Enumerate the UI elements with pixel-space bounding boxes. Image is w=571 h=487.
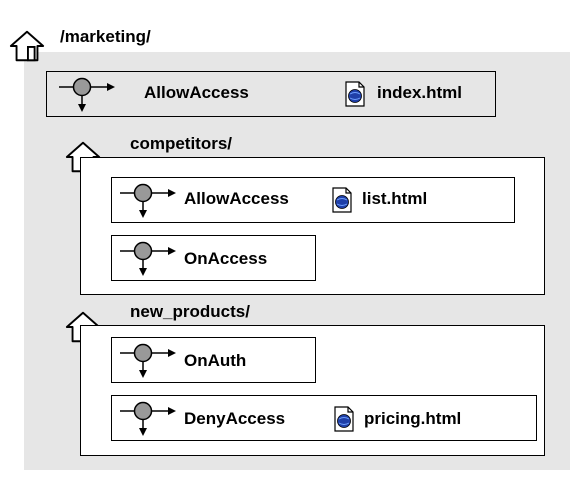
rule-box[interactable]: OnAuth <box>111 337 316 383</box>
html-document-icon <box>334 406 354 432</box>
html-document-icon <box>332 187 352 213</box>
rule-file[interactable]: list.html <box>362 189 428 208</box>
node-arrow-icon <box>118 240 178 278</box>
rule-box[interactable]: AllowAccess list.html <box>111 177 515 223</box>
rule-action: DenyAccess <box>184 409 286 428</box>
folder-path: new_products/ <box>130 302 250 321</box>
rule-action: AllowAccess <box>144 83 249 102</box>
rule-box[interactable]: OnAccess <box>111 235 316 281</box>
node-arrow-icon <box>118 182 178 220</box>
folder-path: competitors/ <box>130 134 233 153</box>
rule-action: AllowAccess <box>184 189 289 208</box>
rule-action: OnAuth <box>184 351 247 370</box>
node-arrow-icon <box>118 342 178 380</box>
rule-box[interactable]: DenyAccess pricing.html <box>111 395 537 441</box>
rule-action: OnAccess <box>184 249 268 268</box>
rule-file[interactable]: index.html <box>377 83 463 102</box>
html-document-icon <box>345 81 365 107</box>
node-arrow-icon <box>118 400 178 438</box>
root-folder-path: /marketing/ <box>60 27 151 46</box>
house-folder-icon <box>8 28 46 64</box>
root-rule[interactable]: AllowAccess index.html <box>46 71 496 117</box>
rule-file[interactable]: pricing.html <box>364 409 462 428</box>
node-arrow-icon <box>57 76 117 114</box>
